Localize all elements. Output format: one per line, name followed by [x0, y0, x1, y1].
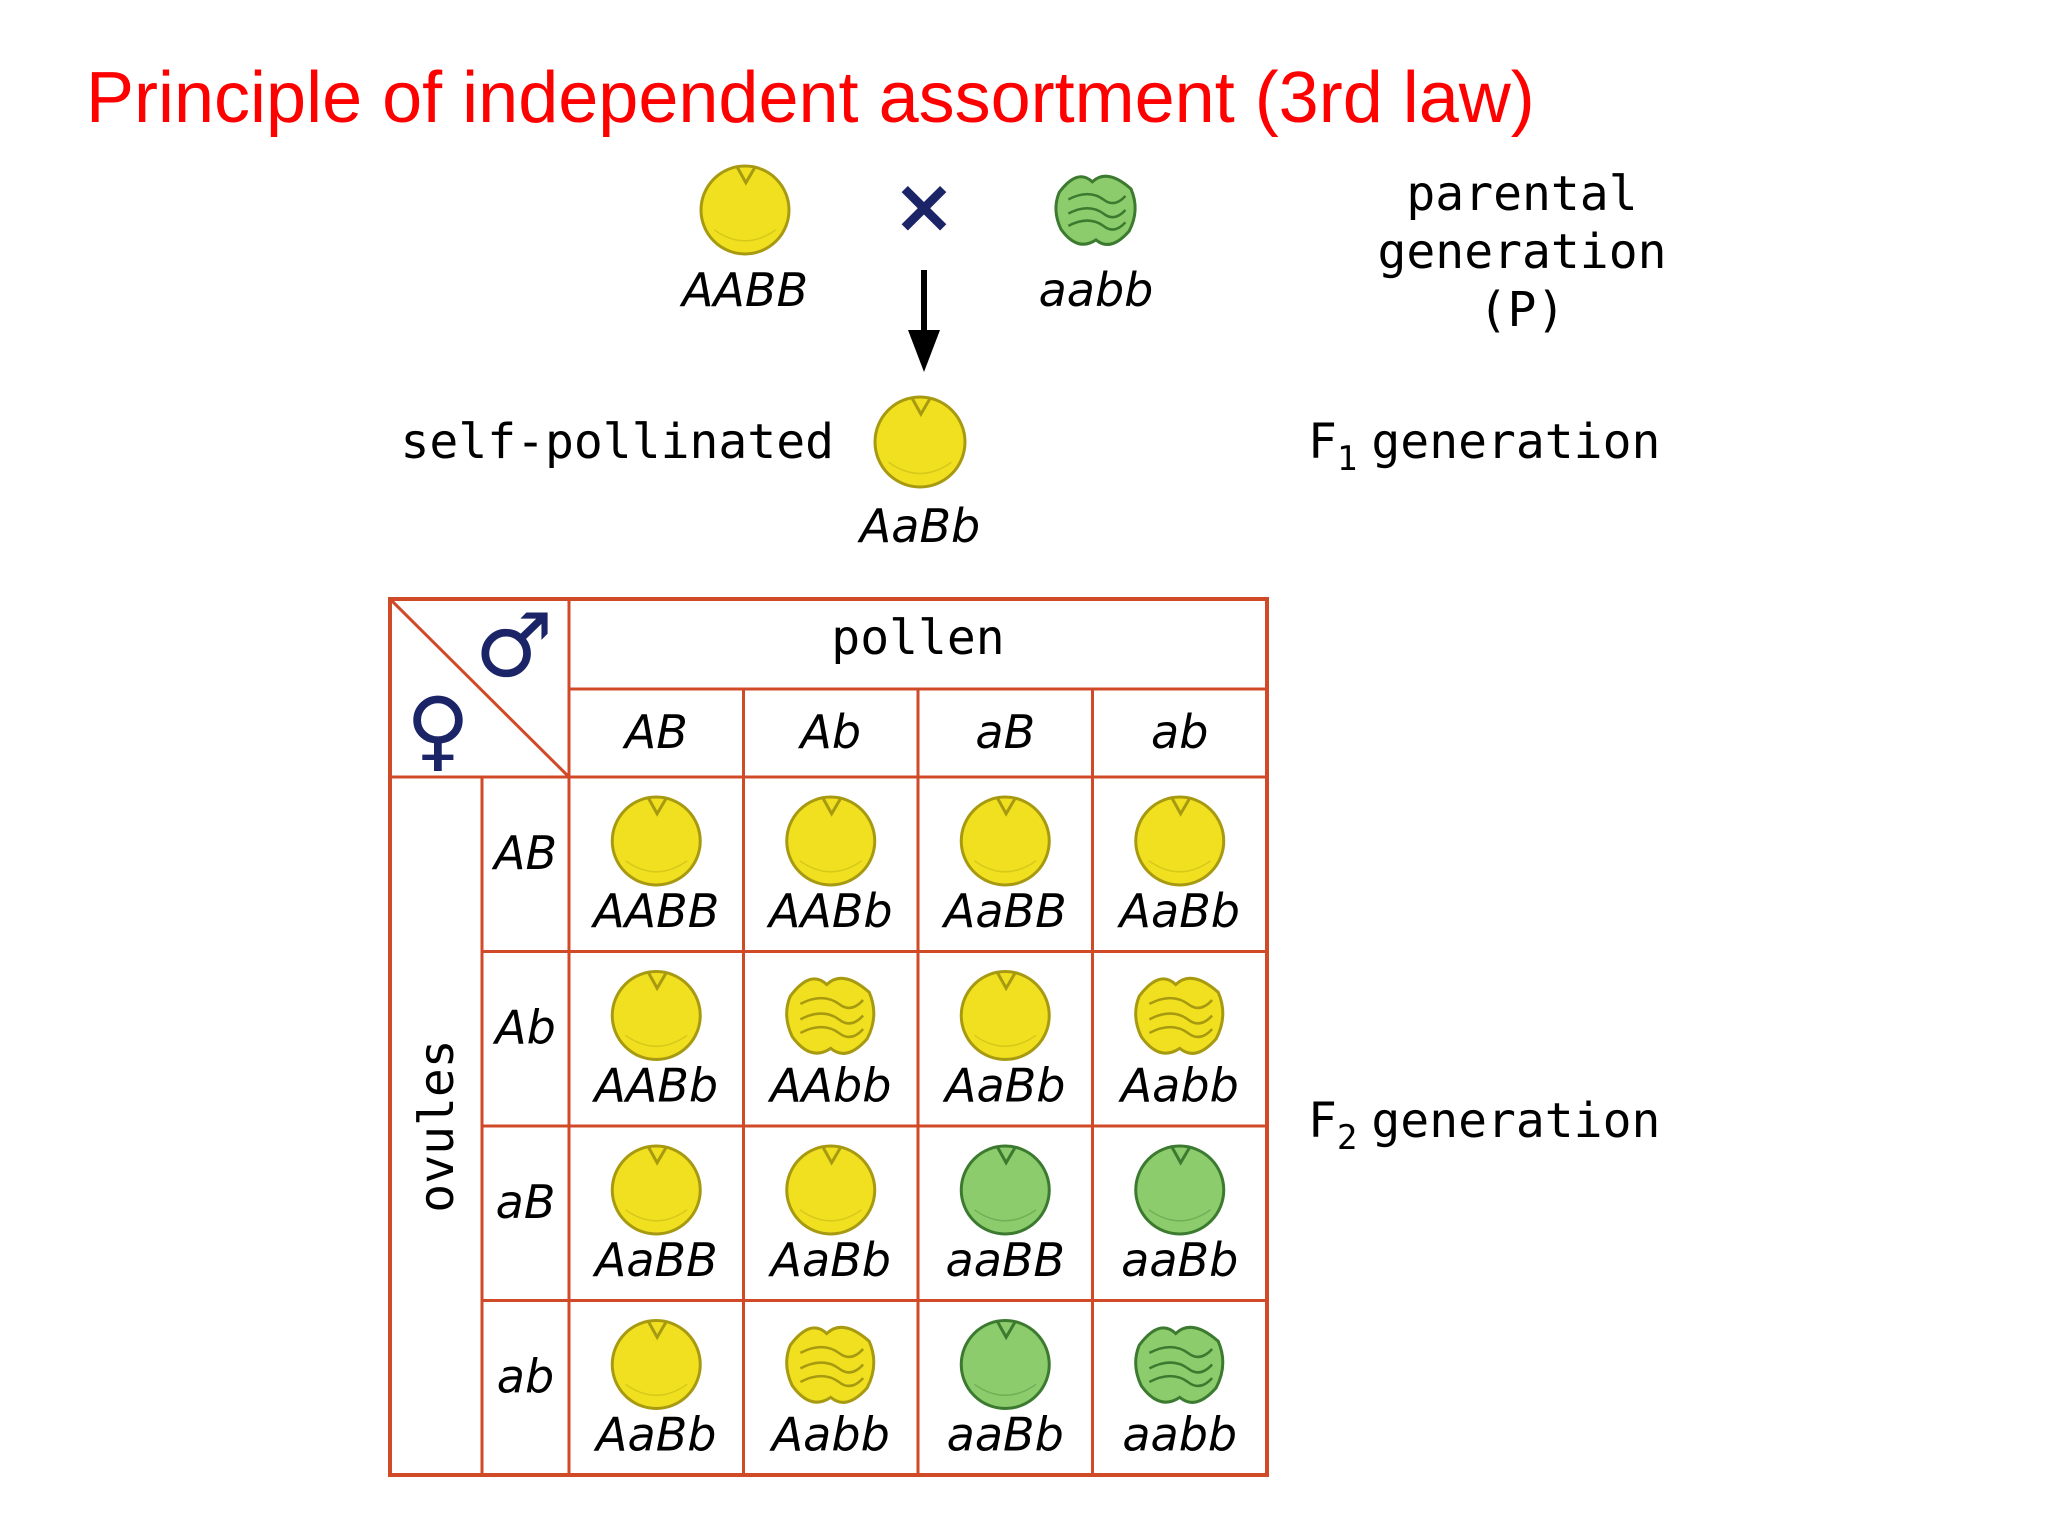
- self-pollinated-label: self-pollinated: [401, 414, 834, 470]
- offspring-genotype: aaBb: [947, 1408, 1064, 1462]
- pollen-gamete-label: ab: [1151, 705, 1208, 759]
- pollen-gamete-label: AB: [622, 705, 688, 759]
- offspring-seed-icon: [610, 970, 702, 1061]
- offspring-seed-icon: [610, 1144, 702, 1236]
- offspring-genotype: aabb: [1122, 1408, 1237, 1462]
- f1-seed-icon: [873, 395, 967, 489]
- offspring-seed-icon: [785, 976, 876, 1055]
- cross-symbol: ×: [892, 161, 956, 250]
- offspring-cell: aabb: [1122, 1325, 1237, 1462]
- offspring-cell: AAbb: [767, 976, 891, 1113]
- offspring-seed-icon: [785, 1144, 877, 1236]
- offspring-cell: Aabb: [1118, 976, 1239, 1113]
- offspring-cell: AaBb: [942, 970, 1065, 1113]
- parental-generation-label-line: parental: [1406, 166, 1637, 222]
- offspring-seed-icon: [959, 795, 1051, 887]
- offspring-genotype: AAbb: [767, 1059, 891, 1113]
- slide-title: Principle of independent assortment (3rd…: [86, 58, 1535, 138]
- offspring-cell: AaBb: [768, 1144, 891, 1287]
- offspring-seed-icon: [959, 1144, 1051, 1236]
- punnett-square-outline: [388, 597, 1269, 1477]
- ovule-gamete-label: ab: [497, 1350, 554, 1404]
- offspring-seed-icon: [1134, 976, 1225, 1055]
- offspring-genotype: AaBB: [941, 884, 1067, 938]
- offspring-genotype: Aabb: [769, 1408, 890, 1462]
- offspring-genotype: AABb: [766, 884, 893, 938]
- offspring-cell: aaBb: [1121, 1144, 1238, 1287]
- offspring-genotype: AaBb: [942, 1059, 1065, 1113]
- ovule-gamete-label: Ab: [492, 1001, 556, 1055]
- ovules-label: ovules: [409, 1039, 465, 1212]
- offspring-genotype: aaBB: [946, 1233, 1066, 1287]
- offspring-genotype: AABb: [591, 1059, 718, 1113]
- offspring-seed-icon: [1134, 1325, 1225, 1404]
- offspring-cell: AaBB: [592, 1144, 718, 1287]
- offspring-genotype: Aabb: [1118, 1059, 1239, 1113]
- offspring-cell: aaBb: [947, 1319, 1064, 1462]
- offspring-seed-icon: [959, 1319, 1051, 1410]
- offspring-seed-icon: [959, 970, 1051, 1061]
- offspring-seed-icon: [610, 795, 702, 887]
- offspring-cell: AaBB: [941, 795, 1067, 938]
- offspring-cell: AABb: [766, 795, 893, 938]
- ovule-gamete-label: aB: [496, 1175, 556, 1229]
- f1-genotype: AaBb: [857, 499, 980, 553]
- offspring-cell: AABB: [590, 795, 719, 938]
- offspring-cell: AaBb: [1117, 795, 1240, 938]
- down-arrow-icon: [908, 330, 940, 372]
- offspring-genotype: AaBB: [592, 1233, 718, 1287]
- parent1-seed-icon: [699, 164, 791, 256]
- offspring-seed-icon: [785, 1325, 876, 1404]
- offspring-genotype: AaBb: [768, 1233, 891, 1287]
- offspring-seed-icon: [1134, 1144, 1226, 1236]
- offspring-seed-icon: [1134, 795, 1226, 887]
- offspring-genotype: AaBb: [593, 1408, 716, 1462]
- parent2-genotype: aabb: [1039, 263, 1154, 317]
- pollen-gamete-label: Ab: [797, 705, 861, 759]
- offspring-seed-icon: [785, 795, 877, 887]
- female-symbol-icon: ♀: [406, 678, 470, 781]
- offspring-cell: AABb: [591, 970, 718, 1113]
- corner-diagonal: [388, 597, 571, 779]
- offspring-seed-icon: [610, 1319, 702, 1410]
- parental-generation-label-line: generation: [1378, 224, 1667, 280]
- male-symbol-icon: ♂: [475, 594, 554, 697]
- parent1-genotype: AABB: [679, 263, 808, 317]
- parent2-seed-icon: [1054, 174, 1137, 246]
- offspring-cell: aaBB: [946, 1144, 1066, 1287]
- parental-generation-label-line: (P): [1479, 282, 1566, 338]
- offspring-genotype: AABB: [590, 884, 719, 938]
- offspring-cell: Aabb: [769, 1325, 890, 1462]
- pollen-gamete-label: aB: [975, 705, 1035, 759]
- pollen-label: pollen: [831, 610, 1004, 666]
- ovule-gamete-label: AB: [491, 826, 557, 880]
- offspring-genotype: AaBb: [1117, 884, 1240, 938]
- offspring-genotype: aaBb: [1121, 1233, 1238, 1287]
- offspring-cell: AaBb: [593, 1319, 716, 1462]
